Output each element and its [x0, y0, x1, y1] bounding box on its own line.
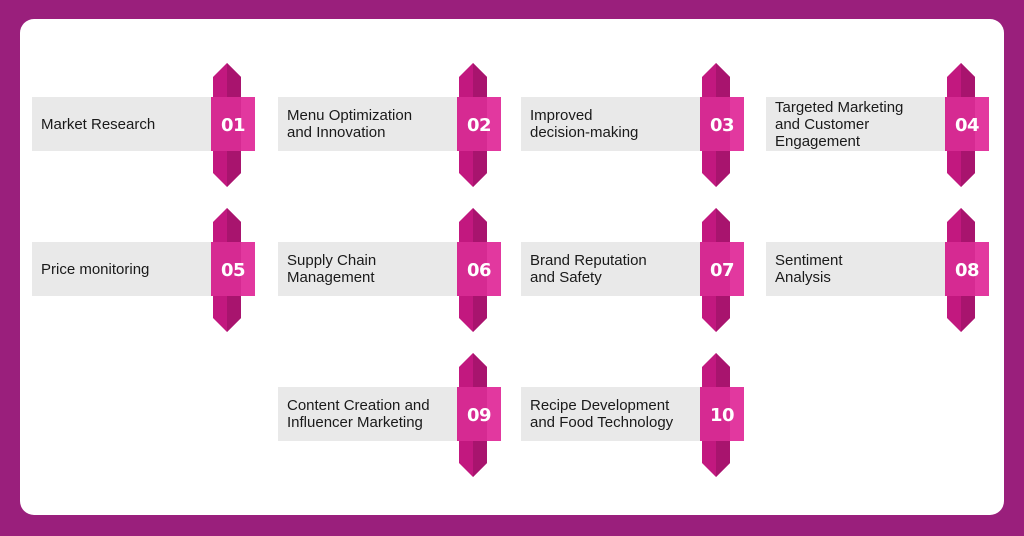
label-box: Recipe Development and Food Technology — [521, 387, 713, 441]
number-badge: 02 — [457, 63, 501, 187]
item-label: Brand Reputation and Safety — [530, 252, 647, 286]
badge-shape-icon — [700, 353, 744, 477]
item-number: 06 — [466, 259, 492, 281]
number-badge: 05 — [211, 208, 255, 332]
list-item: Targeted Marketing and Customer Engageme… — [766, 63, 989, 187]
number-badge: 08 — [945, 208, 989, 332]
badge-shape-icon — [457, 208, 501, 332]
number-badge: 07 — [700, 208, 744, 332]
item-label: Menu Optimization and Innovation — [287, 107, 413, 141]
badge-shape-icon — [457, 353, 501, 477]
item-number: 09 — [466, 404, 492, 426]
number-badge: 06 — [457, 208, 501, 332]
item-number: 02 — [466, 114, 492, 136]
diagram-canvas: Market Research 01 Menu Optimization and… — [20, 19, 1004, 515]
item-number: 08 — [954, 259, 980, 281]
list-item: Menu Optimization and Innovation 02 — [278, 63, 501, 187]
item-label: Targeted Marketing and Customer Engageme… — [775, 98, 904, 150]
item-number: 10 — [709, 404, 735, 426]
item-label: Sentiment Analysis — [775, 252, 843, 286]
label-box: Supply Chain Management — [278, 242, 470, 296]
item-label: Price monitoring — [41, 260, 150, 278]
label-box: Improved decision-making — [521, 97, 713, 151]
badge-shape-icon — [211, 63, 255, 187]
label-box: Content Creation and Influencer Marketin… — [278, 387, 470, 441]
number-badge: 03 — [700, 63, 744, 187]
number-badge: 01 — [211, 63, 255, 187]
label-box: Sentiment Analysis — [766, 242, 958, 296]
list-item: Supply Chain Management 06 — [278, 208, 501, 332]
item-label: Recipe Development and Food Technology — [530, 397, 674, 431]
number-badge: 10 — [700, 353, 744, 477]
number-badge: 09 — [457, 353, 501, 477]
item-number: 05 — [220, 259, 246, 281]
item-number: 07 — [709, 259, 735, 281]
list-item: Market Research 01 — [32, 63, 255, 187]
list-item: Brand Reputation and Safety 07 — [521, 208, 744, 332]
list-item: Content Creation and Influencer Marketin… — [278, 353, 501, 477]
list-item: Recipe Development and Food Technology 1… — [521, 353, 744, 477]
badge-shape-icon — [211, 208, 255, 332]
badge-shape-icon — [700, 63, 744, 187]
item-label: Improved decision-making — [530, 107, 639, 141]
label-box: Market Research — [32, 97, 224, 151]
item-label: Supply Chain Management — [287, 252, 377, 286]
badge-shape-icon — [945, 208, 989, 332]
label-box: Price monitoring — [32, 242, 224, 296]
label-box: Targeted Marketing and Customer Engageme… — [766, 97, 958, 151]
item-number: 04 — [954, 114, 980, 136]
list-item: Price monitoring 05 — [32, 208, 255, 332]
badge-shape-icon — [945, 63, 989, 187]
item-number: 03 — [709, 114, 735, 136]
badge-shape-icon — [457, 63, 501, 187]
item-label: Market Research — [41, 115, 156, 133]
label-box: Brand Reputation and Safety — [521, 242, 713, 296]
list-item: Sentiment Analysis 08 — [766, 208, 989, 332]
number-badge: 04 — [945, 63, 989, 187]
list-item: Improved decision-making 03 — [521, 63, 744, 187]
label-box: Menu Optimization and Innovation — [278, 97, 470, 151]
badge-shape-icon — [700, 208, 744, 332]
item-number: 01 — [220, 114, 246, 136]
item-label: Content Creation and Influencer Marketin… — [287, 397, 430, 431]
